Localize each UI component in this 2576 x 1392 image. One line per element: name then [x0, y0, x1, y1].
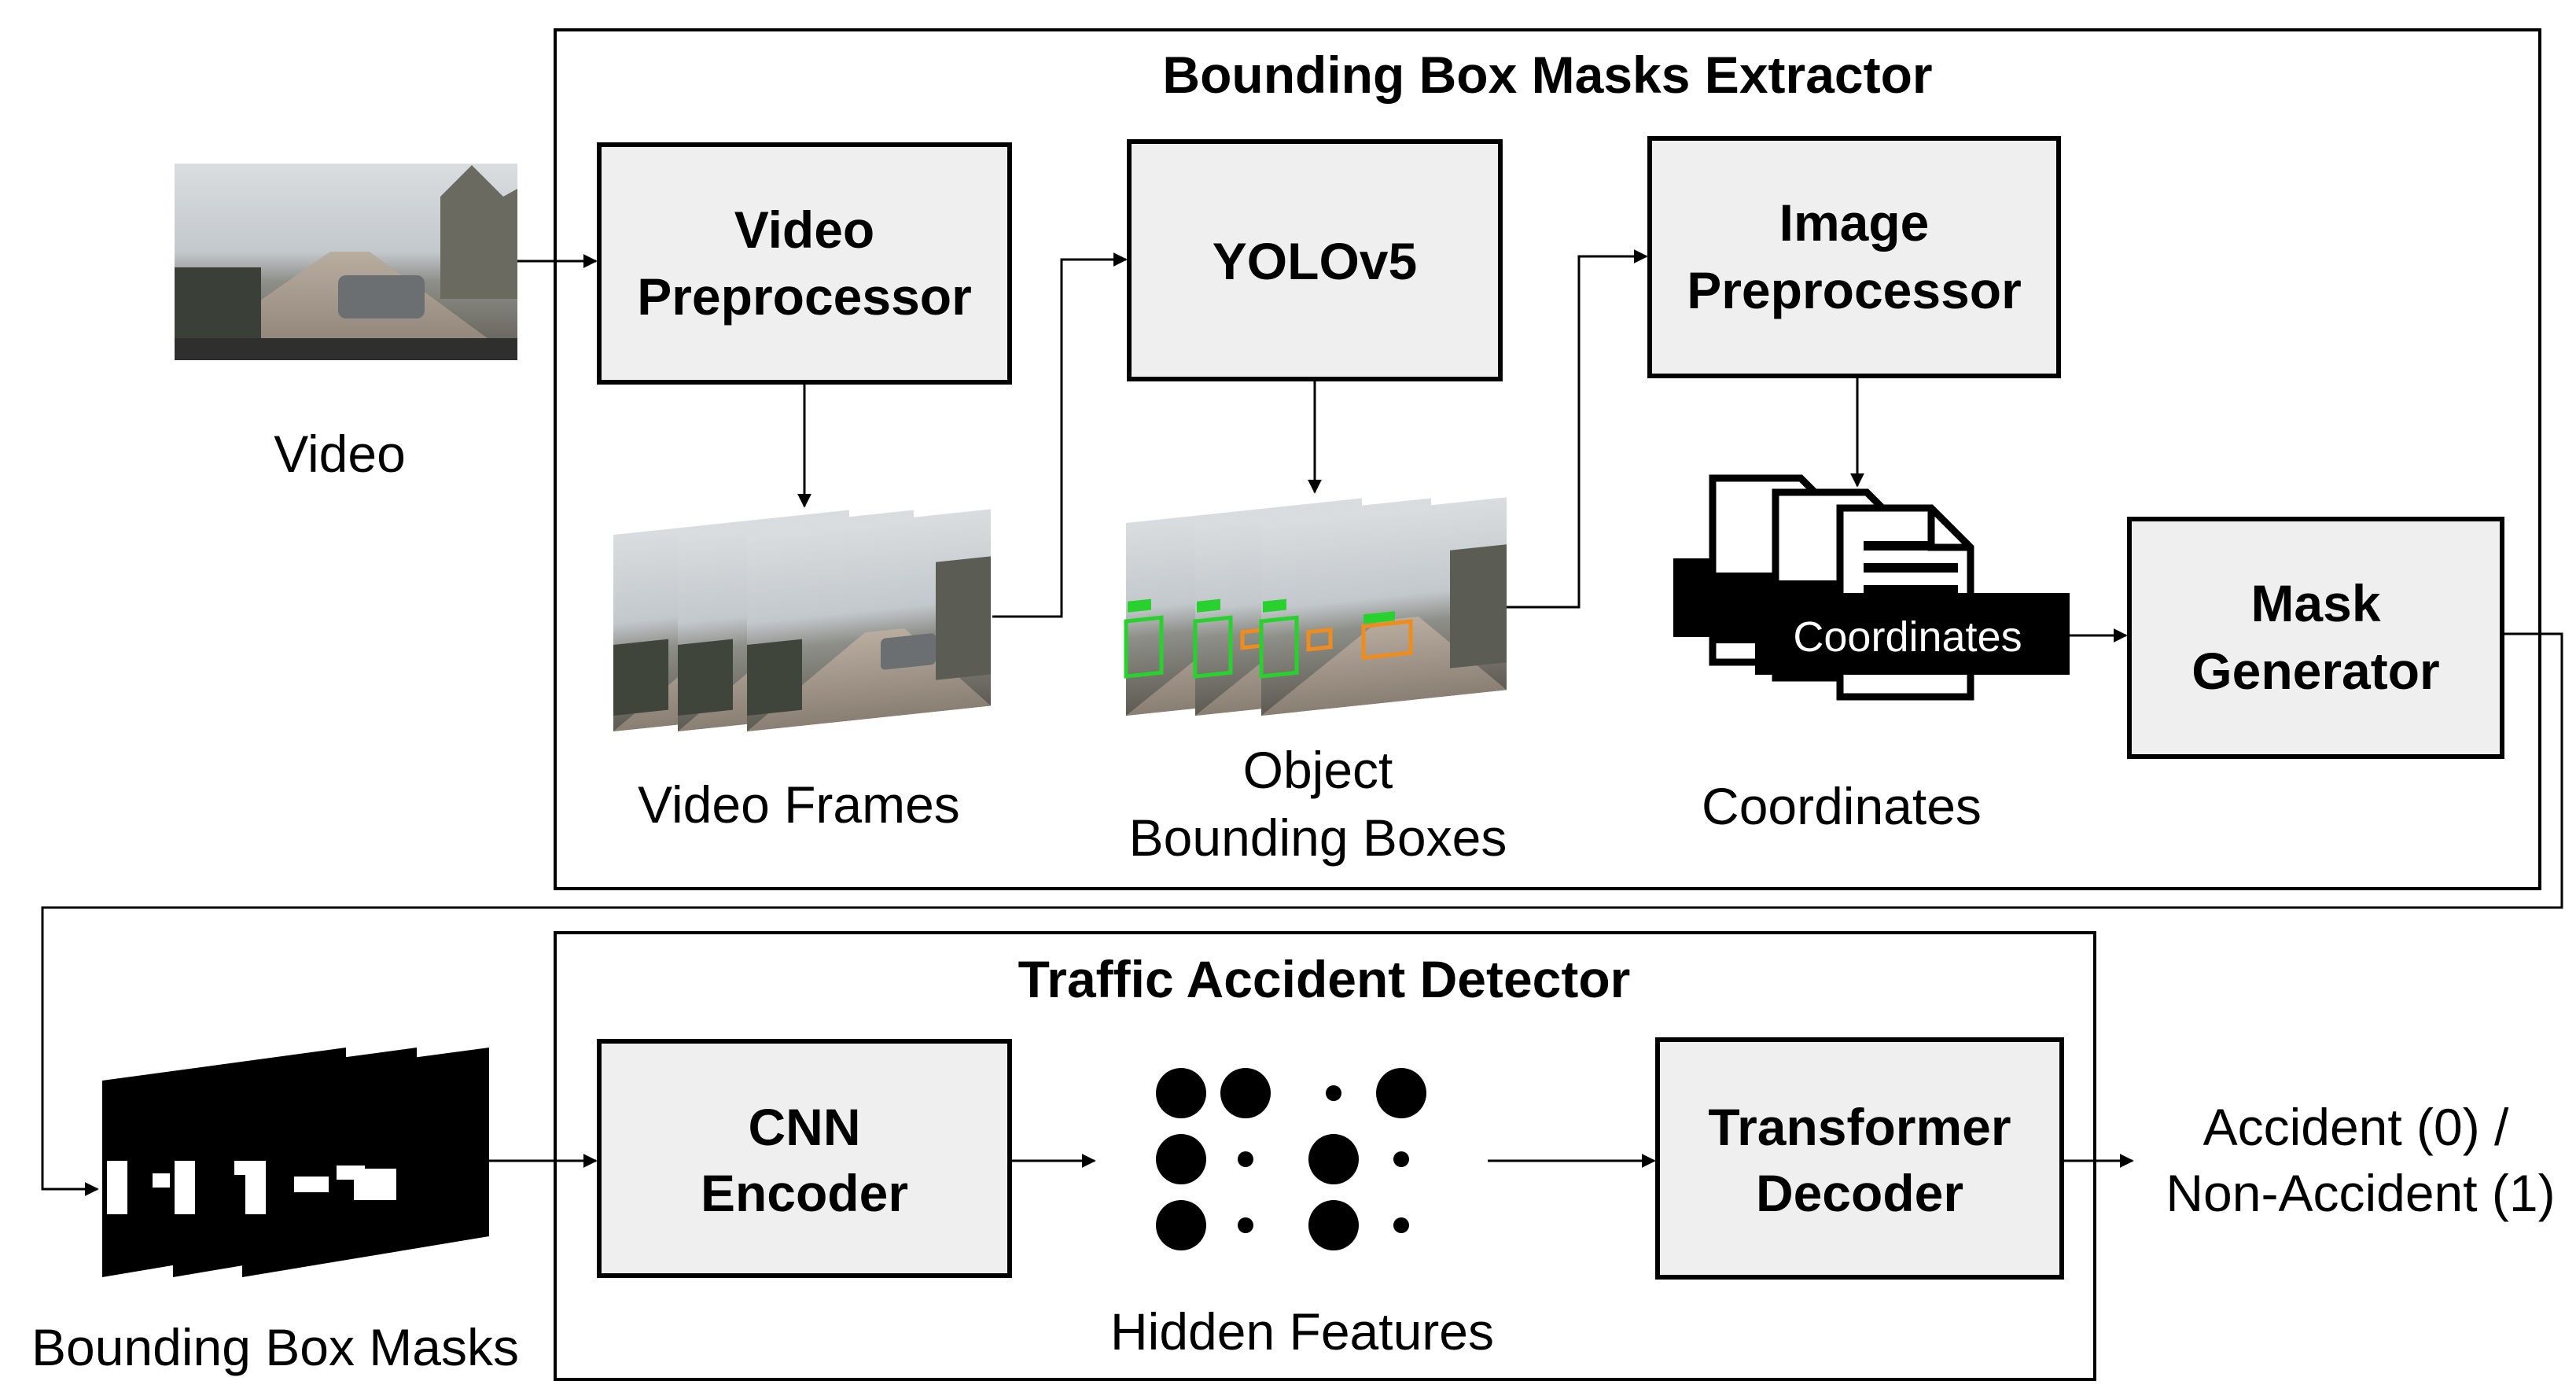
- extractor-frame: [554, 28, 2541, 890]
- yolo-label: YOLOv5: [1213, 232, 1417, 290]
- coordinates-banner: [1755, 593, 2070, 675]
- video-caption: Video: [274, 425, 406, 483]
- cnn-encoder-box: CNN Encoder: [597, 1039, 1012, 1278]
- cnn-encoder-label-line1: CNN: [749, 1098, 861, 1156]
- arrow-mask-generator-to-masks: [41, 632, 2563, 1196]
- transformer-decoder-label-line1: Transformer: [1708, 1098, 2011, 1156]
- image-preprocessor-label-line2: Preprocessor: [1687, 261, 2022, 319]
- arrow-frames-to-yolo: [992, 252, 1128, 618]
- output-caption-line2: Non-Accident (1): [2166, 1164, 2555, 1222]
- video-frames-stack: [613, 509, 991, 731]
- extractor-title: Bounding Box Masks Extractor: [1162, 46, 1932, 104]
- object-bboxes-caption-line1: Object: [1243, 741, 1393, 799]
- video-preprocessor-label-line1: Video: [734, 201, 875, 259]
- image-preprocessor-label-line1: Image: [1779, 193, 1930, 252]
- document-stack-icon: Coordinates: [1673, 474, 2070, 701]
- output-caption-line1: Accident (0) /: [2203, 1098, 2509, 1156]
- mask-generator-label-line1: Mask: [2250, 574, 2380, 632]
- transformer-decoder-box: Transformer Decoder: [1655, 1037, 2064, 1280]
- bbox-masks-caption: Bounding Box Masks: [31, 1318, 519, 1376]
- coordinates-banner-label: Coordinates: [1793, 613, 2022, 661]
- yolo-box: YOLOv5: [1127, 139, 1503, 381]
- hidden-features-dots: [1156, 1068, 1426, 1250]
- mask-generator-label-line2: Generator: [2191, 642, 2439, 700]
- detector-frame: [554, 931, 2096, 1381]
- transformer-decoder-label-line2: Decoder: [1756, 1164, 1963, 1222]
- coordinates-caption: Coordinates: [1702, 777, 1982, 835]
- detector-title: Traffic Accident Detector: [1018, 950, 1631, 1008]
- video-frames-caption: Video Frames: [638, 775, 960, 834]
- detection-frames-stack: [1124, 497, 1507, 716]
- video-preprocessor-label-line2: Preprocessor: [637, 267, 972, 326]
- video-thumbnail: [175, 164, 517, 360]
- bbox-masks-stack: [102, 1048, 489, 1277]
- cnn-encoder-label-line2: Encoder: [701, 1164, 908, 1222]
- image-preprocessor-box: Image Preprocessor: [1647, 136, 2061, 378]
- object-bboxes-caption-line2: Bounding Boxes: [1129, 808, 1507, 867]
- arrow-detections-to-image-preprocessor: [1507, 249, 1648, 609]
- hidden-features-caption: Hidden Features: [1110, 1302, 1494, 1361]
- video-preprocessor-box: Video Preprocessor: [597, 142, 1012, 385]
- mask-generator-box: Mask Generator: [2127, 517, 2504, 759]
